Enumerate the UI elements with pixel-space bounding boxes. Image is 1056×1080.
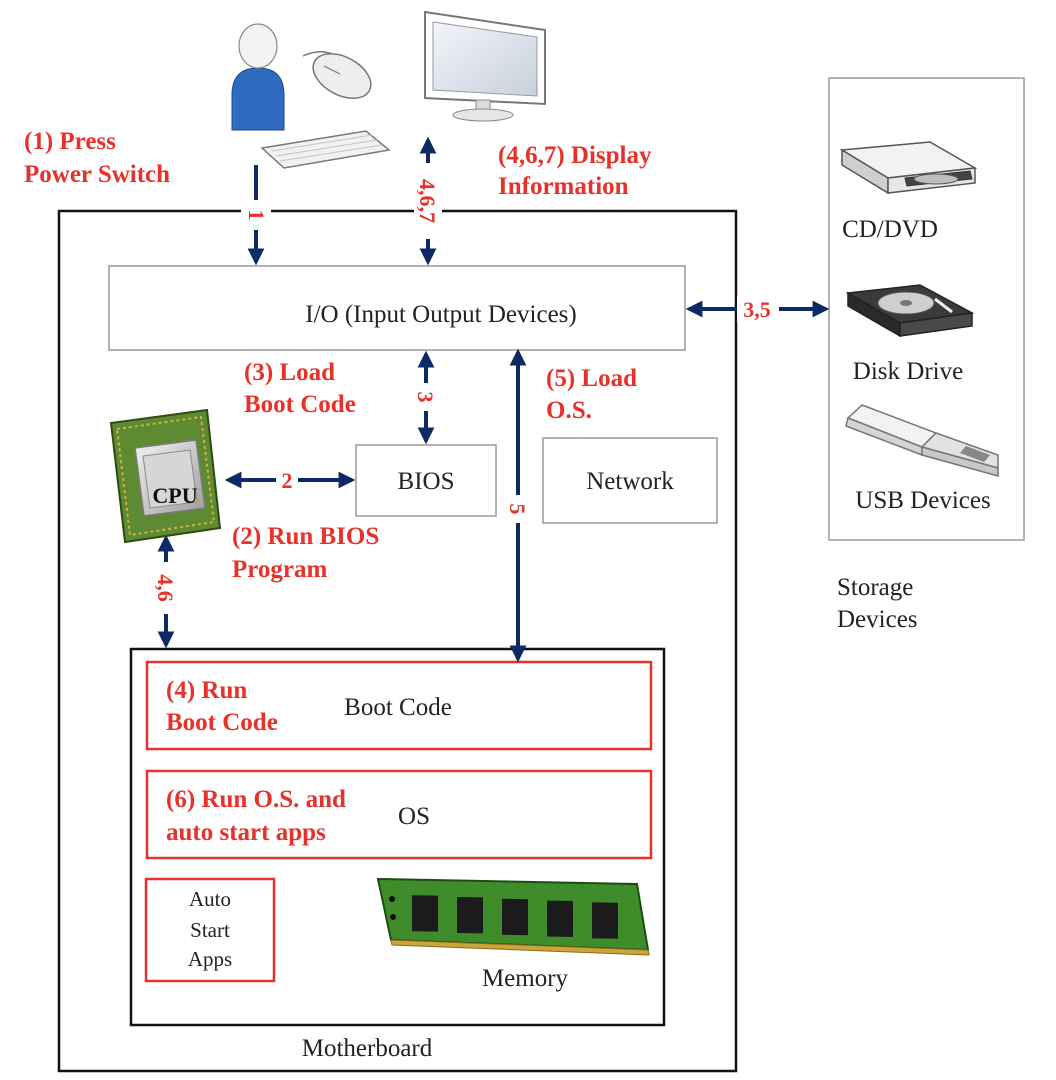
step-3-line-1: (3) Load — [244, 359, 335, 386]
arrow-label-3: 3 — [413, 392, 438, 403]
usb-stick-icon — [845, 404, 999, 477]
storage-title-1: Storage — [837, 574, 913, 601]
memory-frame — [129, 647, 666, 1027]
arrow-label-2: 2 — [282, 468, 293, 493]
step-5-line-1: (5) Load — [546, 365, 637, 392]
step-2-line-1: (2) Run BIOS — [232, 523, 379, 550]
monitor-icon — [424, 10, 546, 122]
arrow-label-4-6-7: 4,6,7 — [415, 179, 440, 223]
cd-dvd-label: CD/DVD — [842, 216, 938, 243]
keyboard-icon — [260, 130, 391, 169]
arrow-label-4-6: 4,6 — [153, 574, 178, 602]
auto-start-label-1: Auto — [189, 887, 231, 911]
memory-label: Memory — [482, 965, 569, 992]
bios-box — [355, 444, 497, 517]
user-icon — [231, 23, 285, 131]
usb-devices-label: USB Devices — [855, 487, 990, 514]
bios-label: BIOS — [398, 468, 455, 495]
step-467-line-1: (4,6,7) Display — [498, 142, 652, 169]
memory-module-icon — [376, 877, 650, 956]
network-box — [542, 437, 718, 524]
auto-start-label-3: Apps — [188, 947, 232, 971]
cpu-label: CPU — [152, 483, 197, 508]
step-6-line-2: auto start apps — [166, 819, 326, 846]
motherboard-label: Motherboard — [302, 1035, 433, 1062]
arrow-label-5: 5 — [505, 504, 530, 515]
storage-title-2: Devices — [837, 606, 918, 633]
cd-dvd-drive-icon — [839, 141, 978, 195]
arrow-label-3-5: 3,5 — [743, 297, 771, 322]
step-4-line-2: Boot Code — [166, 709, 278, 736]
step-4-line-1: (4) Run — [166, 677, 247, 704]
disk-drive-label: Disk Drive — [853, 358, 963, 385]
auto-start-apps-box — [144, 877, 276, 983]
step-1-line-1: (1) Press — [24, 128, 116, 155]
arrow-label-1: 1 — [244, 210, 269, 221]
step-5-line-2: O.S. — [546, 397, 592, 424]
boot-code-box — [145, 660, 653, 751]
step-467-line-2: Information — [498, 173, 629, 200]
mouse-icon — [302, 51, 372, 99]
boot-code-label: Boot Code — [344, 694, 452, 721]
step-1-line-2: Power Switch — [24, 161, 170, 188]
step-2-line-2: Program — [232, 556, 328, 583]
os-label: OS — [398, 803, 430, 830]
network-label: Network — [586, 468, 674, 495]
step-3-line-2: Boot Code — [244, 391, 356, 418]
io-label: I/O (Input Output Devices) — [305, 301, 576, 328]
os-box — [145, 769, 653, 860]
disk-drive-icon — [845, 284, 975, 338]
cpu-chip-icon: CPU — [109, 408, 222, 544]
io-box — [108, 265, 686, 351]
auto-start-label-2: Start — [190, 918, 230, 942]
step-6-line-1: (6) Run O.S. and — [166, 786, 346, 813]
motherboard-frame — [57, 209, 738, 1073]
